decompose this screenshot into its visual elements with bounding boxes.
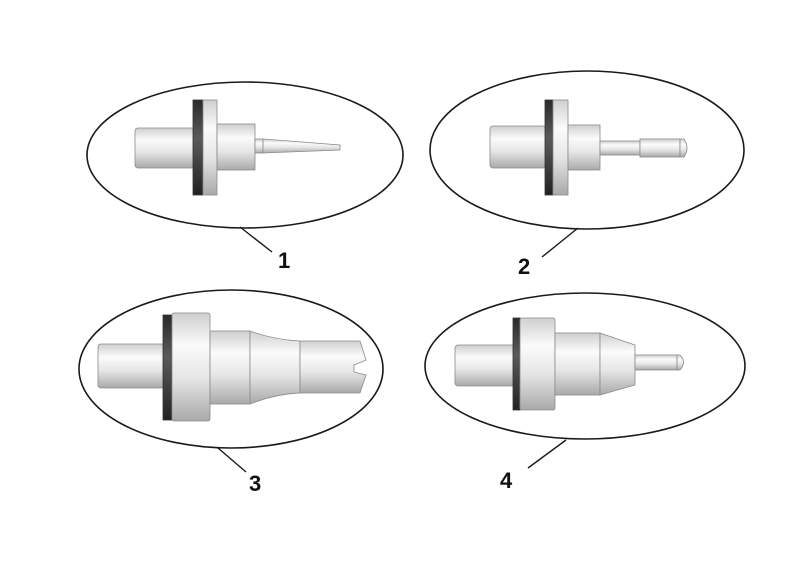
callout-ellipse	[78, 289, 384, 449]
item-label: 1	[278, 248, 290, 273]
leader-line	[541, 227, 579, 258]
part-slotted-tip	[97, 312, 367, 422]
callout-ellipse	[86, 81, 404, 229]
leader-line	[527, 439, 567, 469]
item-2: 2	[429, 70, 745, 279]
item-4: 4	[424, 292, 746, 493]
callout-ellipse	[424, 292, 746, 440]
item-label: 3	[249, 471, 261, 496]
callout-ellipse	[429, 70, 745, 230]
item-1: 1	[86, 81, 404, 273]
leader-line	[239, 226, 273, 253]
item-label: 4	[500, 468, 513, 493]
item-3: 3	[78, 289, 384, 496]
leader-line	[217, 447, 247, 473]
item-label: 2	[518, 254, 530, 279]
part-short-pin	[454, 317, 684, 411]
part-tapered-nozzle	[134, 99, 341, 196]
part-stepped-pin	[489, 99, 688, 196]
